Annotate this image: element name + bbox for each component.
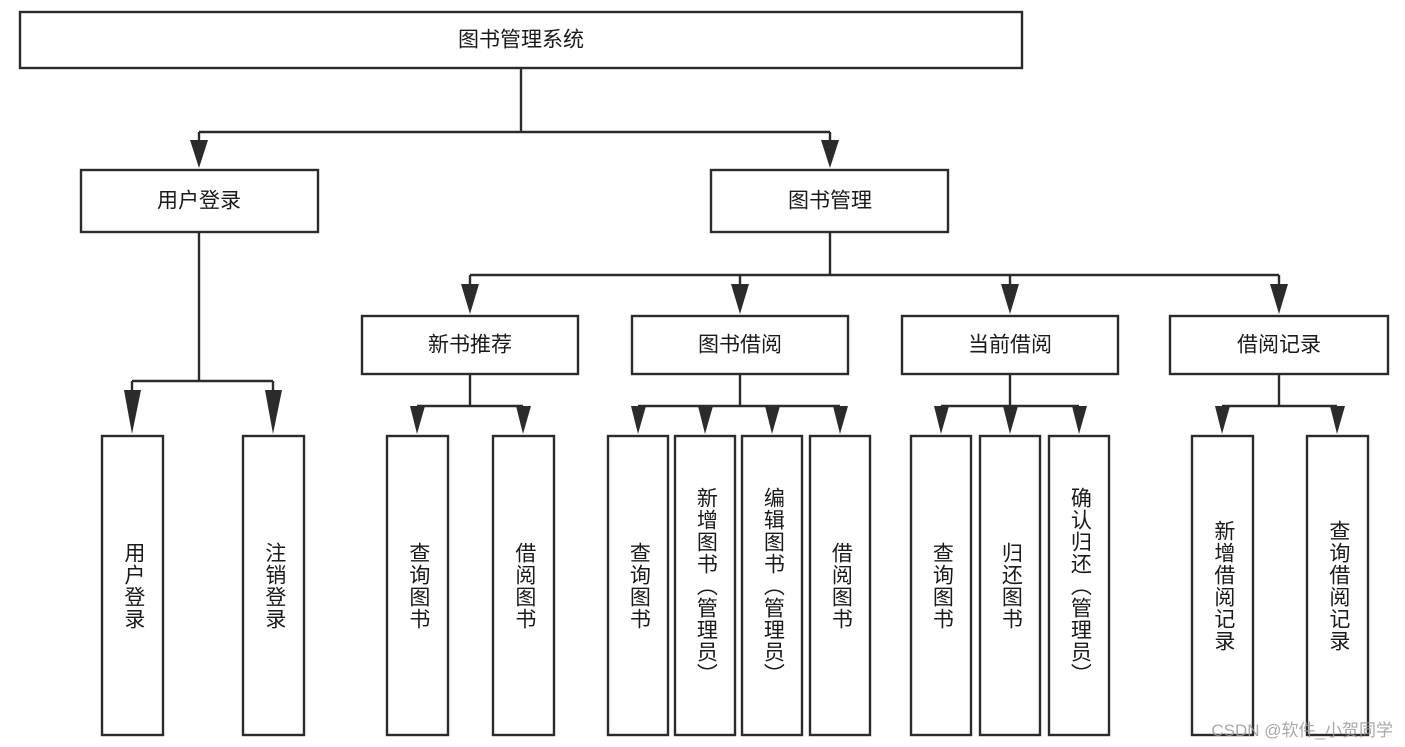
arrow-head-leaf-add-record — [1215, 406, 1230, 434]
arrow-head-leaf-borrow-book-2 — [833, 406, 848, 434]
node-current-borrow[interactable]: 当前借阅 — [900, 314, 1120, 376]
arrow-head-leaf-query-book-3 — [934, 406, 949, 434]
leaf-box-add-record[interactable] — [1190, 434, 1255, 737]
arrow-head-leaf-borrow-book-1 — [516, 406, 531, 434]
arrow-head-user-login — [190, 140, 208, 168]
arrow-head-new-book-recommend — [461, 284, 479, 314]
leaf-box-query-record[interactable] — [1305, 434, 1370, 737]
arrow-head-book-borrow — [731, 284, 749, 314]
leaf-box-return-book[interactable] — [978, 434, 1042, 737]
arrow-head-leaf-query-record — [1330, 406, 1345, 434]
node-root-system-label: 图书管理系统 — [458, 29, 584, 52]
leaf-box-borrow-book-1[interactable] — [491, 434, 556, 737]
arrow-head-leaf-logout — [265, 390, 282, 434]
node-user-login[interactable]: 用户登录 — [79, 168, 320, 234]
node-root-system[interactable]: 图书管理系统 — [18, 10, 1024, 70]
node-book-borrow[interactable]: 图书借阅 — [630, 314, 850, 376]
arrow-head-leaf-query-book-2 — [631, 406, 646, 434]
leaf-box-borrow-book-2[interactable] — [808, 434, 872, 737]
arrow-head-borrow-record — [1270, 284, 1288, 314]
node-book-borrow-label: 图书借阅 — [698, 334, 782, 357]
leaf-box-query-book-1[interactable] — [385, 434, 450, 737]
node-book-management-label: 图书管理 — [788, 190, 872, 213]
node-borrow-record-box[interactable] — [1168, 314, 1390, 376]
connector-group-root — [190, 68, 839, 168]
connector-group-book-management — [461, 232, 1288, 314]
leaf-box-user-login[interactable] — [100, 434, 165, 737]
arrow-head-current-borrow — [1001, 284, 1019, 314]
node-current-borrow-label: 当前借阅 — [968, 334, 1052, 357]
node-current-borrow-box[interactable] — [900, 314, 1120, 376]
leaf-box-logout-login[interactable] — [241, 434, 306, 737]
node-new-book-recommend[interactable]: 新书推荐 — [360, 314, 580, 376]
node-book-borrow-box[interactable] — [630, 314, 850, 376]
arrow-head-leaf-add-book — [698, 406, 713, 434]
leaf-box-add-book[interactable] — [673, 434, 737, 737]
arrow-head-leaf-confirm-return — [1072, 406, 1087, 434]
leaf-box-confirm-return[interactable] — [1047, 434, 1111, 737]
leaf-box-query-book-3[interactable] — [909, 434, 973, 737]
arrow-head-leaf-user-login — [124, 390, 141, 434]
arrow-head-book-management — [821, 140, 839, 168]
node-user-login-box[interactable] — [79, 168, 320, 234]
connector-group-borrow-record — [1215, 374, 1345, 434]
arrow-head-leaf-return-book — [1003, 406, 1018, 434]
leaf-boxes — [100, 434, 1370, 737]
node-borrow-record-label: 借阅记录 — [1237, 334, 1321, 357]
node-book-management-box[interactable] — [709, 168, 950, 234]
node-user-login-label: 用户登录 — [157, 190, 241, 213]
connector-group-user-login — [124, 232, 282, 434]
node-book-management[interactable]: 图书管理 — [709, 168, 950, 234]
csdn-watermark: CSDN @软件_小贺同学 — [1211, 721, 1393, 740]
node-borrow-record[interactable]: 借阅记录 — [1168, 314, 1390, 376]
arrow-head-leaf-query-book-1 — [410, 406, 425, 434]
node-root-system-box[interactable] — [18, 10, 1024, 70]
leaf-box-query-book-2[interactable] — [606, 434, 670, 737]
leaf-box-edit-book[interactable] — [740, 434, 804, 737]
connector-group-book-borrow — [631, 374, 848, 434]
node-new-book-recommend-box[interactable] — [360, 314, 580, 376]
connector-group-current-borrow — [934, 374, 1087, 434]
arrow-head-leaf-edit-book — [765, 406, 780, 434]
connector-group-new-book-recommend — [410, 374, 531, 434]
node-new-book-recommend-label: 新书推荐 — [428, 334, 512, 357]
